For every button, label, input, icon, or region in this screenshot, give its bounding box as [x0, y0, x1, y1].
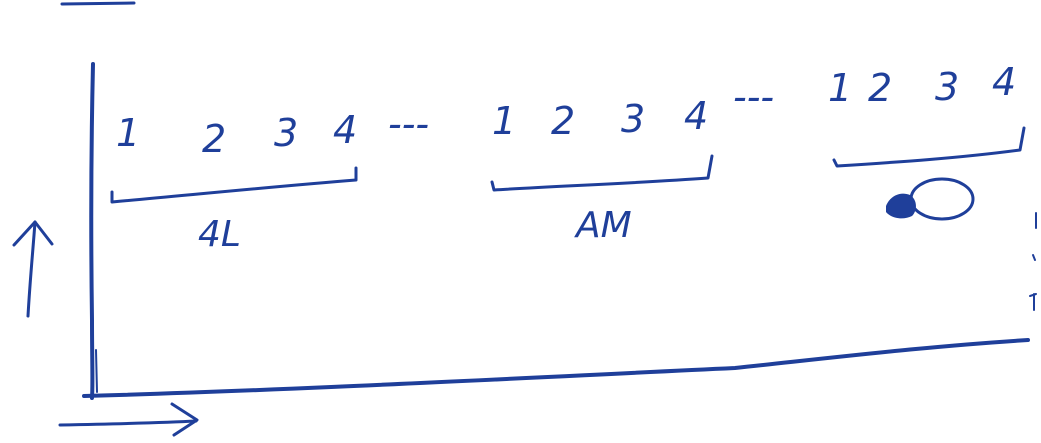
light-bulb-base — [886, 193, 916, 219]
stray-stroke — [60, 1, 136, 6]
light-bulb-icon — [886, 177, 975, 221]
y-axis-line — [89, 62, 95, 400]
up-arrow-icon — [12, 220, 54, 318]
y-axis-line-inner — [95, 349, 98, 393]
group1-bracket — [110, 166, 358, 204]
group1-number-2: 2 — [202, 117, 226, 161]
group3-number-4: 4 — [992, 60, 1016, 104]
group3-number-1: 1 — [828, 66, 852, 110]
group2-bracket — [490, 154, 714, 192]
group1-number-1: 1 — [116, 111, 140, 155]
right-arrow-icon — [58, 402, 199, 437]
group1-number-3: 3 — [274, 111, 298, 155]
group2-number-3: 3 — [621, 97, 645, 141]
separator-2: --- — [733, 75, 774, 119]
group2-number-4: 4 — [684, 94, 708, 138]
x-axis-line — [82, 338, 1030, 398]
group1-label: 4L — [198, 214, 241, 255]
group3-number-2: 2 — [868, 66, 892, 110]
separator-1: --- — [388, 102, 429, 146]
group2-number-2: 2 — [551, 99, 575, 143]
group1-number-4: 4 — [333, 108, 357, 152]
group3-number-3: 3 — [935, 65, 959, 109]
group2-label: AM — [574, 205, 632, 246]
group3-bracket — [832, 126, 1026, 168]
group2-number-1: 1 — [492, 99, 516, 143]
stray-mark-3 — [1029, 293, 1037, 311]
stray-mark-2 — [1032, 254, 1036, 261]
